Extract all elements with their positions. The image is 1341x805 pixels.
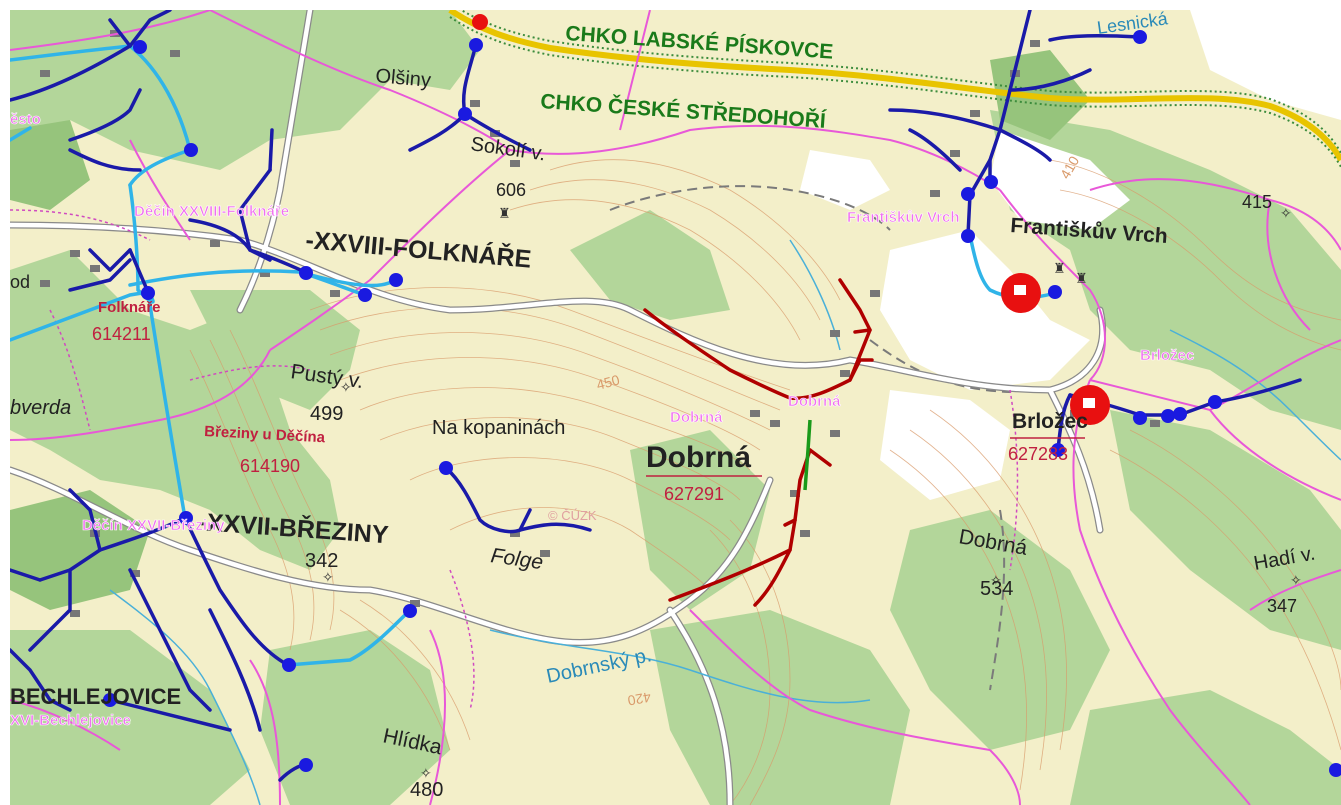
map-svg[interactable]: ♜ ♜ ♜ ✧ ✧ ✧ ✧ ✧ ✧ CHKO LABSKÉ PÍSKOVCE C… xyxy=(10,10,1341,805)
project-pipe-green xyxy=(803,419,812,491)
water-point[interactable] xyxy=(1173,407,1187,421)
map-canvas[interactable]: ♜ ♜ ♜ ✧ ✧ ✧ ✧ ✧ ✧ CHKO LABSKÉ PÍSKOVCE C… xyxy=(10,10,1341,805)
label-dobrna-village: Dobrná xyxy=(646,441,751,474)
tower-icon: ♜ xyxy=(498,206,511,222)
tower-icon: ♜ xyxy=(1053,261,1066,277)
water-point[interactable] xyxy=(1161,409,1175,423)
label-contour-420: 420 xyxy=(626,689,652,709)
reservoir-markers[interactable] xyxy=(472,14,1110,425)
label-breziny-cadastre: Březiny u Děčína xyxy=(204,423,326,446)
label-pink-mesto: ěsto xyxy=(10,111,41,128)
label-elev-342: 342 xyxy=(305,550,338,572)
summit-icon: ✧ xyxy=(340,380,352,396)
label-olsiny: Olšiny xyxy=(375,65,432,92)
label-hlidka-elev: 480 xyxy=(410,779,443,801)
roads xyxy=(10,10,1107,805)
label-pink-bechlejovice: XVI-Bechlejovice xyxy=(10,712,131,729)
label-dobrna-hill-elev: 534 xyxy=(980,578,1013,600)
water-point[interactable] xyxy=(439,461,453,475)
summit-icon: ✧ xyxy=(990,573,1002,589)
label-pink-breziny: Děčín XXVII-Březiny xyxy=(82,517,225,534)
water-point[interactable] xyxy=(133,40,147,54)
water-point[interactable] xyxy=(1051,443,1065,457)
tower-icon: ♜ xyxy=(1075,271,1088,287)
label-na-kopaninach: Na kopaninách xyxy=(432,417,565,439)
water-point[interactable] xyxy=(1133,411,1147,425)
label-brlozec: Brložec xyxy=(1012,410,1088,433)
label-breziny-code: 614190 xyxy=(240,456,300,476)
reservoir-symbol xyxy=(1083,398,1095,408)
label-elev-606: 606 xyxy=(496,180,526,200)
summit-icon: ✧ xyxy=(322,570,334,586)
label-folknare-cadastre: Folknáře xyxy=(98,299,161,316)
chko-boundary xyxy=(448,10,1341,162)
water-point[interactable] xyxy=(984,175,998,189)
label-od: od xyxy=(10,272,30,292)
admin-boundaries xyxy=(10,10,1341,805)
water-network-main xyxy=(10,10,1302,782)
water-point[interactable] xyxy=(299,266,313,280)
label-folknare-code: 614211 xyxy=(92,324,151,344)
label-dobrna-code: 627291 xyxy=(664,484,724,504)
water-point[interactable] xyxy=(1048,285,1062,299)
map-symbols: ♜ ♜ ♜ ✧ ✧ ✧ ✧ ✧ ✧ xyxy=(322,206,1302,782)
label-elev-415: 415 xyxy=(1242,192,1272,212)
label-pink-frantiskuv: Františkův Vrch xyxy=(847,209,960,226)
label-brlozec-code: 627283 xyxy=(1008,444,1068,464)
water-point[interactable] xyxy=(179,511,193,525)
water-point[interactable] xyxy=(403,604,417,618)
forest-areas xyxy=(10,10,1341,805)
label-pusty-elev: 499 xyxy=(310,403,343,425)
water-point[interactable] xyxy=(282,658,296,672)
water-point[interactable] xyxy=(458,107,472,121)
label-copyright: © ČÚZK xyxy=(548,508,597,523)
water-point[interactable] xyxy=(358,288,372,302)
water-point[interactable] xyxy=(1208,395,1222,409)
water-point[interactable] xyxy=(389,273,403,287)
open-fields xyxy=(800,10,1341,500)
water-point[interactable] xyxy=(469,38,483,52)
summit-icon: ✧ xyxy=(1290,573,1302,589)
water-point[interactable] xyxy=(961,187,975,201)
water-point[interactable] xyxy=(1329,763,1341,777)
water-point[interactable] xyxy=(103,693,117,707)
project-pipe-red xyxy=(643,278,874,607)
water-point[interactable] xyxy=(141,286,155,300)
label-contour-450: 450 xyxy=(595,371,622,393)
summit-icon: ✧ xyxy=(420,766,432,782)
label-pink-dobrna-1: Dobrná xyxy=(670,409,723,426)
chko-border-dots-top xyxy=(459,10,1341,154)
label-pink-brlozec: Brložec xyxy=(1140,347,1194,364)
label-bechlejovice: BECHLEJOVICE xyxy=(10,684,181,709)
water-point[interactable] xyxy=(1133,30,1147,44)
water-point[interactable] xyxy=(299,758,313,772)
contour-lines xyxy=(189,159,1341,805)
label-pink-folknare: Děčín XXVIII-Folknáře xyxy=(134,203,289,220)
water-points[interactable] xyxy=(103,30,1341,777)
water-point[interactable] xyxy=(184,143,198,157)
chko-border-dots xyxy=(449,16,1341,168)
water-point[interactable] xyxy=(961,229,975,243)
label-hadi-elev: 347 xyxy=(1267,596,1297,616)
label-pink-dobrna-2: Dobrná xyxy=(788,393,841,410)
summit-icon: ✧ xyxy=(1280,206,1292,222)
label-verda: bverda xyxy=(10,397,71,419)
reservoir-marker[interactable] xyxy=(472,14,488,30)
reservoir-symbol xyxy=(1014,285,1026,295)
